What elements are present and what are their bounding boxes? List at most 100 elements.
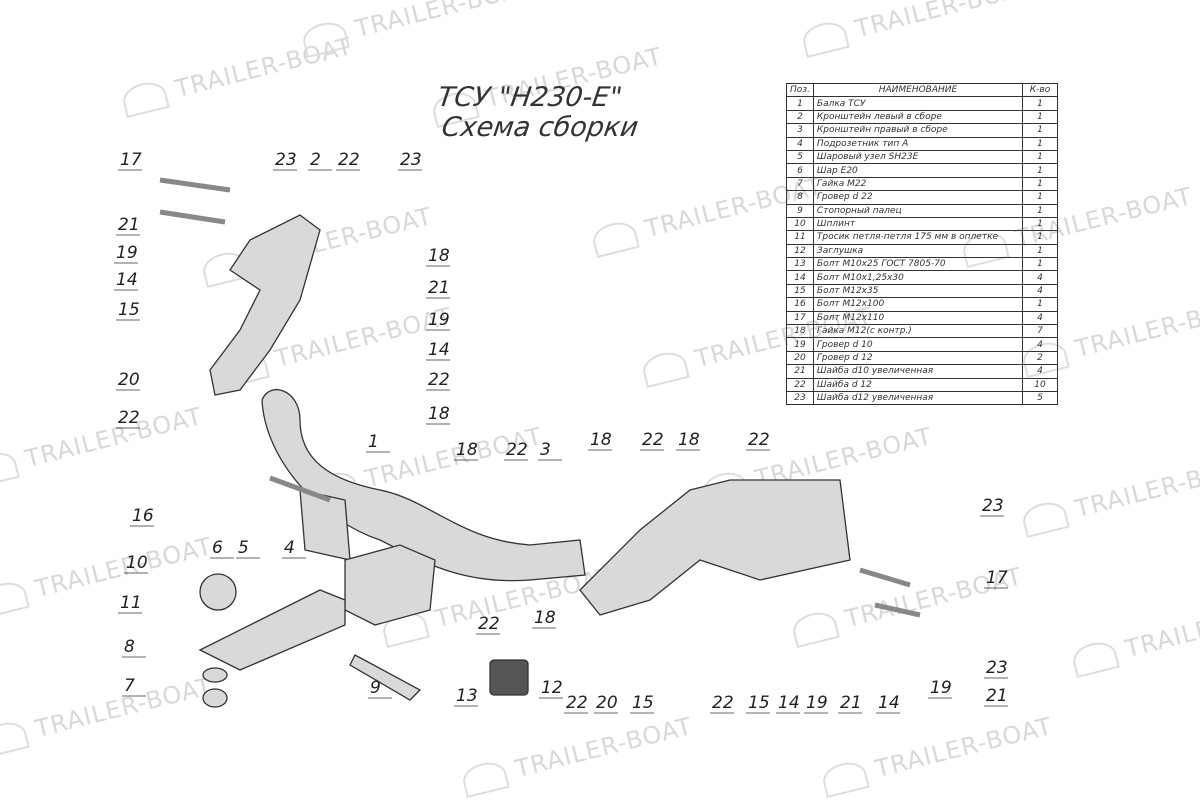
row-qty: 10: [1022, 377, 1058, 392]
callout-label: 9: [370, 678, 381, 698]
left-bracket: [209, 214, 321, 396]
callout-label: 7: [124, 676, 135, 696]
callout-label: 22: [566, 693, 588, 713]
header-pos: Поз.: [786, 82, 814, 98]
callout-label: 18: [428, 404, 450, 424]
callout-label: 15: [118, 300, 140, 320]
row-qty: 7: [1022, 324, 1058, 339]
stop-pin: [349, 654, 422, 701]
callout-label: 22: [506, 440, 528, 460]
row-name: Шайба d 12: [812, 377, 1024, 392]
row-qty: 1: [1022, 176, 1058, 192]
callout-label: 22: [748, 430, 770, 450]
callout-label: 20: [596, 693, 618, 713]
row-pos: 1: [786, 96, 814, 111]
row-qty: 2: [1022, 350, 1058, 366]
row-qty: 1: [1022, 190, 1058, 205]
row-pos: 17: [786, 310, 814, 326]
ball-mount: [198, 589, 346, 671]
callout-label: 15: [748, 693, 770, 713]
callout-label: 22: [642, 430, 664, 450]
row-name: Тросик петля-петля 175 мм в оплетке: [812, 230, 1024, 245]
callout-label: 14: [428, 340, 450, 360]
callout-label: 18: [428, 246, 450, 266]
row-name: Шплинт: [812, 216, 1024, 232]
row-name: Гайка M12(с контр.): [812, 324, 1024, 339]
callout-label: 21: [118, 215, 140, 235]
washer-7: [202, 667, 228, 683]
callout-label: 22: [478, 614, 500, 634]
row-qty: 4: [1022, 270, 1058, 285]
callout-label: 17: [120, 150, 142, 170]
callout-label: 19: [428, 310, 450, 330]
row-pos: 16: [786, 297, 814, 312]
row-name: Заглушка: [812, 243, 1024, 259]
row-pos: 4: [786, 136, 814, 151]
callout-label: 15: [632, 693, 654, 713]
row-qty: 1: [1022, 230, 1058, 245]
row-name: Стопорный палец: [812, 203, 1024, 218]
row-pos: 7: [786, 176, 814, 192]
row-qty: 1: [1022, 216, 1058, 232]
row-name: Шайба d12 увеличенная: [812, 390, 1024, 406]
callout-label: 4: [284, 538, 295, 558]
row-pos: 22: [786, 377, 814, 392]
row-name: Болт M12x100: [812, 297, 1024, 312]
row-name: Подрозетник тип А: [812, 136, 1024, 151]
callout-label: 14: [116, 270, 138, 290]
header-qty: К-во: [1022, 82, 1058, 98]
row-name: Балка ТСУ: [812, 96, 1024, 111]
row-name: Гровер d 12: [812, 350, 1024, 366]
row-pos: 10: [786, 216, 814, 232]
row-name: Гровер d 22: [812, 190, 1024, 205]
row-qty: 4: [1022, 283, 1058, 299]
row-pos: 2: [786, 109, 814, 125]
row-name: Шайба d10 увеличенная: [812, 364, 1024, 379]
receiver-tube: [344, 544, 436, 626]
row-pos: 12: [786, 243, 814, 259]
callout-label: 23: [986, 658, 1008, 678]
callout-label: 6: [212, 538, 223, 558]
row-pos: 6: [786, 163, 814, 178]
callout-label: 18: [534, 608, 556, 628]
row-name: Гайка M22: [812, 176, 1024, 192]
row-qty: 1: [1022, 136, 1058, 151]
callout-label: 21: [986, 686, 1008, 706]
nut-7: [202, 688, 228, 708]
row-qty: 1: [1022, 109, 1058, 125]
row-qty: 1: [1022, 163, 1058, 178]
callout-label: 19: [116, 243, 138, 263]
callout-label: 5: [238, 538, 249, 558]
row-name: Гровер d 10: [812, 337, 1024, 352]
row-name: Болт M12x110: [812, 310, 1024, 326]
row-qty: 4: [1022, 364, 1058, 379]
row-qty: 1: [1022, 123, 1058, 138]
callout-label: 23: [400, 150, 422, 170]
callout-label: 8: [124, 637, 135, 657]
row-pos: 15: [786, 283, 814, 299]
callout-label: 14: [778, 693, 800, 713]
callout-label: 3: [540, 440, 551, 460]
row-qty: 1: [1022, 96, 1058, 111]
row-qty: 1: [1022, 297, 1058, 312]
callout-label: 19: [930, 678, 952, 698]
row-pos: 23: [786, 390, 814, 406]
row-qty: 1: [1022, 257, 1058, 272]
callout-label: 16: [132, 506, 154, 526]
right-bracket: [579, 479, 851, 616]
row-qty: 1: [1022, 243, 1058, 259]
row-name: Шаровый узел SH23E: [812, 149, 1024, 165]
callout-label: 18: [456, 440, 478, 460]
